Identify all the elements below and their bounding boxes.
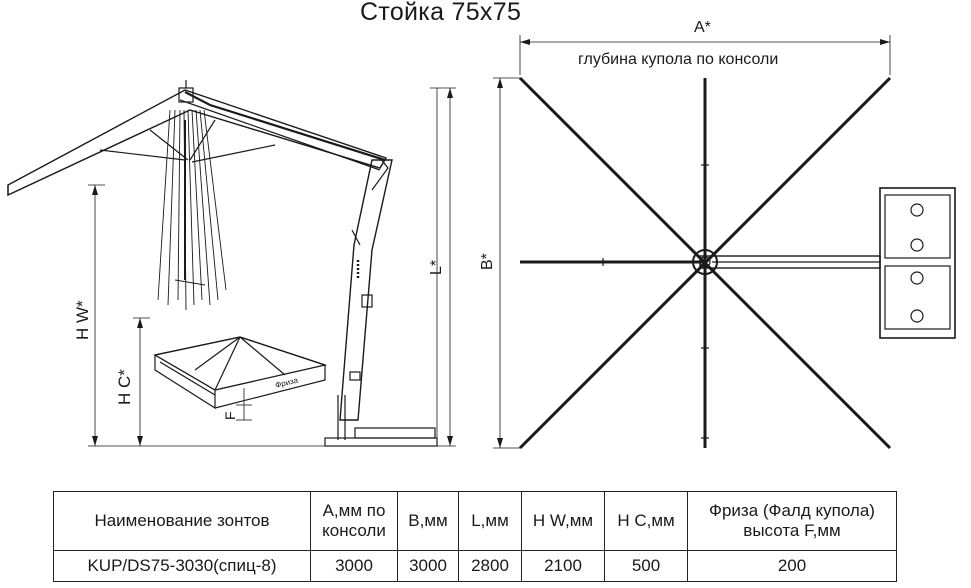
mast	[339, 157, 393, 421]
top-dim-arrows	[497, 39, 890, 448]
column-header: B,мм	[397, 491, 459, 551]
dim-label-l: L*	[428, 260, 445, 275]
table-cell: KUP/DS75-3030(спиц-8)	[53, 550, 311, 582]
table-cell: 2100	[521, 550, 605, 582]
side-view-canopy	[7, 80, 388, 197]
top-view	[518, 76, 956, 450]
dim-label-b: B*	[479, 253, 496, 270]
table-cell: 500	[604, 550, 688, 582]
side-dimensions	[88, 87, 456, 447]
column-header: L,мм	[458, 491, 522, 551]
top-dimensions	[493, 35, 891, 449]
table-cell: 3000	[310, 550, 398, 582]
folded-canopy	[157, 109, 227, 311]
dim-label-hc: H C*	[115, 369, 134, 405]
column-header: H W,мм	[521, 491, 605, 551]
dim-label-a-desc: глубина купола по консоли	[578, 51, 778, 68]
dim-label-a: A*	[694, 19, 711, 36]
table-row: KUP/DS75-3030(спиц-8) 3000 3000 2800 210…	[53, 550, 897, 582]
column-header: Фриза (Фалд купола) высота F,мм	[687, 491, 897, 551]
column-header: A,мм по консоли	[310, 491, 398, 551]
spec-table: Наименование зонтов A,мм по консоли B,мм…	[53, 491, 897, 582]
table-header-row: Наименование зонтов A,мм по консоли B,мм…	[53, 491, 897, 551]
table-cell: 200	[687, 550, 897, 582]
column-header: H C,мм	[604, 491, 688, 551]
canopy-friza-view	[153, 336, 328, 410]
column-header: Наименование зонтов	[53, 491, 311, 551]
table-cell: 3000	[397, 550, 459, 582]
dim-label-f: F	[222, 411, 238, 420]
page-title: Стойка 75х75	[360, 0, 522, 26]
table-cell: 2800	[458, 550, 522, 582]
side-dim-arrows	[92, 88, 453, 446]
dim-label-hw: H W*	[73, 300, 92, 340]
